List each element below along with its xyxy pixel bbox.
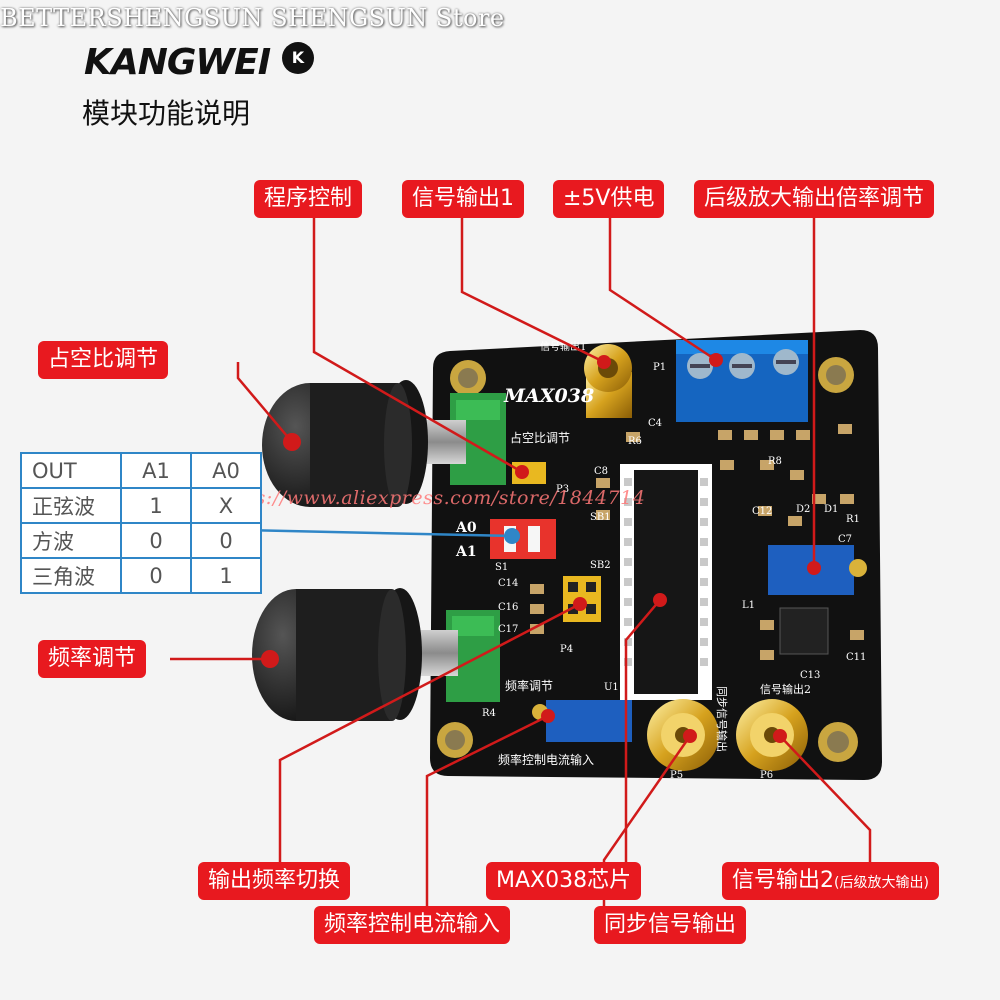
dip-switch [490,519,556,559]
silk-ref: R6 [628,436,642,447]
label-signal-out-1: 信号输出1 [402,180,524,218]
silk-ref: C14 [498,578,518,589]
silk-ref: R4 [482,708,496,719]
table-cell: 1 [190,557,262,594]
mounting-hole [818,357,854,393]
silk-sync-out: 同步信号输出 [715,686,729,752]
silk-freq-current-in: 频率控制电流输入 [498,752,594,767]
mounting-hole [450,360,486,396]
store-watermark: BETTERSHENGSUN SHENGSUN Store [0,4,505,32]
sma-connector-sync [647,699,719,771]
silk-ref: SB1 [590,512,611,523]
label-program-control: 程序控制 [254,180,363,218]
mounting-hole [437,722,473,758]
label-gain-adjust: 后级放大输出倍率调节 [694,180,935,218]
max038-chip [620,464,712,700]
silk-ref: D2 [796,504,810,515]
silk-ref: C7 [838,534,852,545]
table-cell: 0 [120,522,192,559]
table-row: 正弦波 1 X [20,487,262,524]
silk-ref: C12 [752,506,772,517]
table-cell: 三角波 [20,557,122,594]
smd-components [530,424,864,660]
label-power: ±5V供电 [553,180,665,218]
silk-ref: C16 [498,602,518,613]
table-cell: 1 [120,487,192,524]
silk-ref: D1 [824,504,838,515]
silk-ref: P5 [670,770,683,781]
terminal-block [676,340,808,422]
table-row: 方波 0 0 [20,522,262,559]
silk-ref: U1 [604,682,619,693]
label-duty-adjust: 占空比调节 [38,341,169,379]
brand-logo: KANGWEI [84,42,271,83]
sma-connector-out2 [736,699,808,771]
opamp-chip [779,607,829,655]
label-signal-out-2-main: 信号输出2 [732,868,834,893]
silk-ref: P4 [560,644,573,655]
silk-ref: P3 [556,484,569,495]
table-cell: X [190,487,262,524]
silk-ref: S1 [495,562,508,573]
table-header-cell: A1 [120,452,192,489]
silk-out1: 信号输出1 [540,340,586,353]
table-header-cell: OUT [20,452,122,489]
silk-ref: P1 [653,362,666,373]
silk-freq-adjust: 频率调节 [505,678,553,693]
silk-ref: R1 [846,514,860,525]
silk-ref: C8 [594,466,608,477]
url-watermark: https://www.aliexpress.com/store/1844714 [214,487,646,509]
table-row: 三角波 0 1 [20,557,262,594]
table-cell: 方波 [20,522,122,559]
sma-connector-out1 [584,344,632,418]
page-title: 模块功能说明 [82,97,251,130]
silk-out2: 信号输出2 [760,682,811,696]
silk-ref: R8 [768,456,782,467]
mounting-hole [818,722,858,762]
silk-a0: A0 [455,520,477,536]
waveform-truth-table: OUT A1 A0 正弦波 1 X 方波 0 0 三角波 0 1 [20,452,262,594]
leader-dots [261,353,821,743]
silk-ref: L1 [742,600,755,611]
table-header-cell: A0 [190,452,262,489]
table-cell: 0 [120,557,192,594]
dip-leader-dot [504,528,520,544]
silk-ref: P6 [760,770,773,781]
silk-ref: C11 [846,652,866,663]
label-freq-current-input: 频率控制电流输入 [314,906,511,944]
silk-duty-adjust: 占空比调节 [510,430,570,445]
silk-ref: C13 [800,670,820,681]
silk-ref: SB2 [590,560,611,571]
label-signal-out-2-note: (后级放大输出) [834,875,929,891]
silk-a1: A1 [455,544,477,560]
label-freq-switch: 输出频率切换 [198,862,351,900]
table-header-row: OUT A1 A0 [20,452,262,489]
brand-logo-mark: K [282,42,314,74]
freq-current-trimmer [532,700,632,742]
dip-leader-line [241,528,513,538]
freq-knob [252,588,458,721]
silk-ref: C17 [498,624,518,635]
label-freq-adjust: 频率调节 [38,640,147,678]
table-cell: 正弦波 [20,487,122,524]
silk-ref: C4 [648,418,662,429]
silk-chip-label: MAX038 [503,385,594,407]
label-sync-out: 同步信号输出 [594,906,747,944]
label-chip: MAX038芯片 [486,862,642,900]
label-signal-out-2: 信号输出2(后级放大输出) [722,862,939,900]
table-cell: 0 [190,522,262,559]
